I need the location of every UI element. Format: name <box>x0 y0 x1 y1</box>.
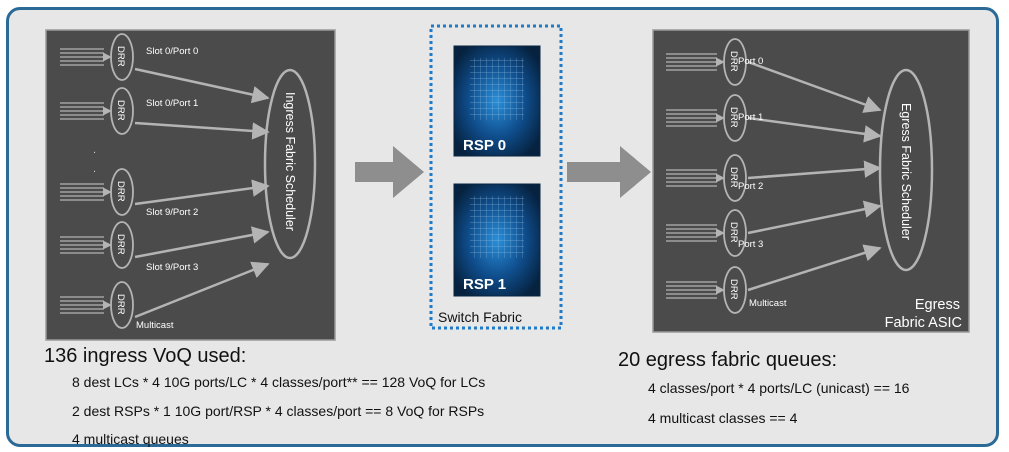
ingress-summary-line: 8 dest LCs * 4 10G ports/LC * 4 classes/… <box>72 374 486 390</box>
rsp-0-grid-icon <box>470 58 524 120</box>
rsp-0-card: RSP 0 <box>453 45 541 157</box>
ingress-drr-label: DRR <box>115 234 126 255</box>
ingress-scheduler-ellipse <box>263 68 317 260</box>
rsp-1-card: RSP 1 <box>453 183 541 297</box>
switch-fabric-label: Switch Fabric <box>438 309 522 325</box>
egress-port-label: Port 1 <box>738 112 763 123</box>
ingress-drr-label: DRR <box>115 100 126 121</box>
egress-drr-label: DRR <box>728 107 739 128</box>
egress-drr-circle <box>723 38 747 86</box>
ingress-connector-arrow <box>134 261 270 319</box>
egress-port-label: Port 2 <box>738 181 763 192</box>
egress-scheduler-label: Egress Fabric Scheduler <box>899 103 913 240</box>
egress-drr-label: DRR <box>728 167 739 188</box>
ingress-ellipsis-dot: . <box>93 144 96 156</box>
rsp-1-label: RSP 1 <box>463 276 506 293</box>
egress-port-label: Multicast <box>749 298 787 309</box>
egress-summary-line: 4 classes/port * 4 ports/LC (unicast) ==… <box>648 380 910 396</box>
ingress-connector-arrow <box>134 67 270 104</box>
ingress-port-label: Slot 0/Port 1 <box>146 98 198 109</box>
ingress-summary-line: 2 dest RSPs * 1 10G port/RSP * 4 classes… <box>72 403 485 419</box>
ingress-port-label: Slot 0/Port 0 <box>146 46 198 57</box>
rsp-1-grid-icon <box>470 196 524 258</box>
ingress-drr-circle <box>110 33 134 81</box>
egress-summary-line: 4 multicast classes == 4 <box>648 410 798 426</box>
ingress-drr-circle <box>110 168 134 216</box>
rsp-0-label: RSP 0 <box>463 137 506 154</box>
egress-port-label: Port 0 <box>738 56 763 67</box>
egress-drr-circle <box>723 266 747 314</box>
egress-connector-arrow <box>747 160 882 180</box>
egress-connector-arrow <box>747 60 882 113</box>
egress-drr-circle <box>723 94 747 142</box>
egress-connector-arrow <box>747 200 882 235</box>
egress-drr-circle <box>723 209 747 257</box>
egress-summary-title: 20 egress fabric queues: <box>618 349 838 371</box>
ingress-drr-circle <box>110 221 134 269</box>
ingress-drr-label: DRR <box>115 46 126 67</box>
egress-asic-label-line2: Fabric ASIC <box>885 315 962 331</box>
ingress-scheduler-label: Ingress Fabric Scheduler <box>283 92 297 231</box>
ingress-connector-arrow <box>134 121 270 140</box>
egress-connector-arrow <box>747 244 882 292</box>
egress-port-label: Port 3 <box>738 239 763 250</box>
ingress-to-fabric-arrow <box>355 146 424 198</box>
egress-drr-label: DRR <box>728 279 739 300</box>
ingress-queues: DRR Slot 0/Port 0 DRR Slot 0/Port 1 DRR Slot … <box>60 33 270 331</box>
egress-scheduler-ellipse <box>878 68 934 272</box>
ingress-connector-arrow <box>134 179 270 206</box>
fabric-to-egress-arrow <box>567 146 651 198</box>
ingress-port-label: Slot 9/Port 3 <box>146 262 198 273</box>
ingress-summary-line: 4 multicast queues <box>72 431 189 447</box>
ingress-summary-title: 136 ingress VoQ used: <box>44 345 247 367</box>
egress-drr-circle <box>723 154 747 202</box>
ingress-drr-circle <box>110 87 134 135</box>
egress-drr-label: DRR <box>728 51 739 72</box>
ingress-port-label: Multicast <box>136 320 174 331</box>
egress-connector-arrow <box>747 116 882 143</box>
egress-panel <box>652 29 970 333</box>
ingress-connector-arrow <box>134 226 270 259</box>
ingress-ellipsis-dot: . <box>93 163 96 175</box>
egress-asic-label-line1: Egress <box>915 297 960 313</box>
ingress-drr-label: DRR <box>115 181 126 202</box>
ingress-port-label: Slot 9/Port 2 <box>146 207 198 218</box>
ingress-drr-circle <box>110 281 134 329</box>
ingress-drr-label: DRR <box>115 294 126 315</box>
egress-drr-label: DRR <box>728 222 739 243</box>
